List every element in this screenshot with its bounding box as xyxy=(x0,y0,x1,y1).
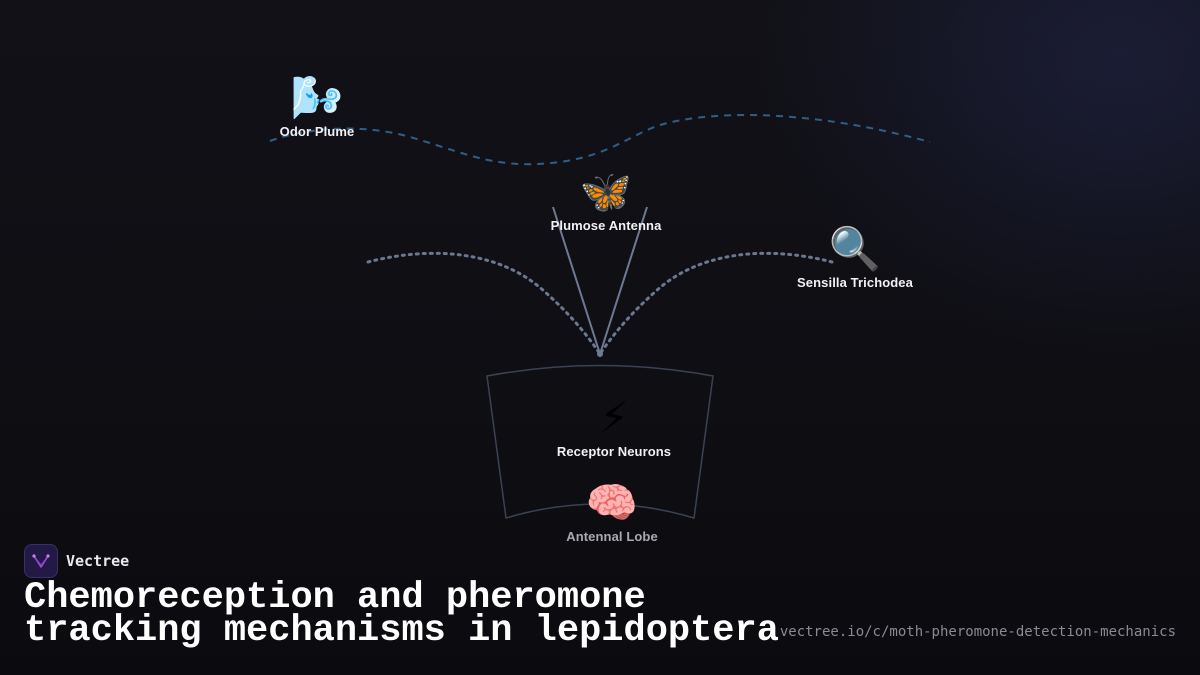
node-label: Sensilla Trichodea xyxy=(797,275,913,290)
butterfly-icon: 🦋 xyxy=(579,167,633,216)
right-signal-path xyxy=(598,251,834,356)
odor-plume-trail xyxy=(269,114,931,166)
magnifying-glass-icon: 🔍 xyxy=(828,224,882,273)
wind-face-icon: 🌬️ xyxy=(290,73,344,122)
node-odor-plume: 🌬️ Odor Plume xyxy=(279,73,355,140)
source-url[interactable]: vectree.io/c/moth-pheromone-detection-me… xyxy=(779,624,1176,640)
vectree-logo-icon xyxy=(24,544,58,578)
brain-icon: 🧠 xyxy=(585,478,639,527)
convergence-point xyxy=(597,351,603,357)
brand: Vectree xyxy=(24,544,129,578)
brand-name: Vectree xyxy=(66,552,130,570)
page-title: Chemoreception and pheromone tracking me… xyxy=(24,577,779,652)
node-label: Odor Plume xyxy=(279,124,355,139)
node-label: Receptor Neurons xyxy=(556,444,672,459)
processing-funnel-outline xyxy=(486,364,714,519)
antenna-right-line xyxy=(599,206,648,355)
node-sensilla-trichodea: 🔍 Sensilla Trichodea xyxy=(797,224,913,291)
node-receptor-neurons: ⚡ Receptor Neurons xyxy=(556,393,672,460)
lightning-icon: ⚡ xyxy=(599,393,629,442)
node-antennal-lobe: 🧠 Antennal Lobe xyxy=(566,478,658,545)
node-plumose-antenna: 🦋 Plumose Antenna xyxy=(550,167,662,234)
antenna-left-line xyxy=(552,206,601,355)
node-label: Plumose Antenna xyxy=(550,218,662,233)
node-label: Antennal Lobe xyxy=(566,529,658,544)
left-signal-path xyxy=(366,251,602,356)
